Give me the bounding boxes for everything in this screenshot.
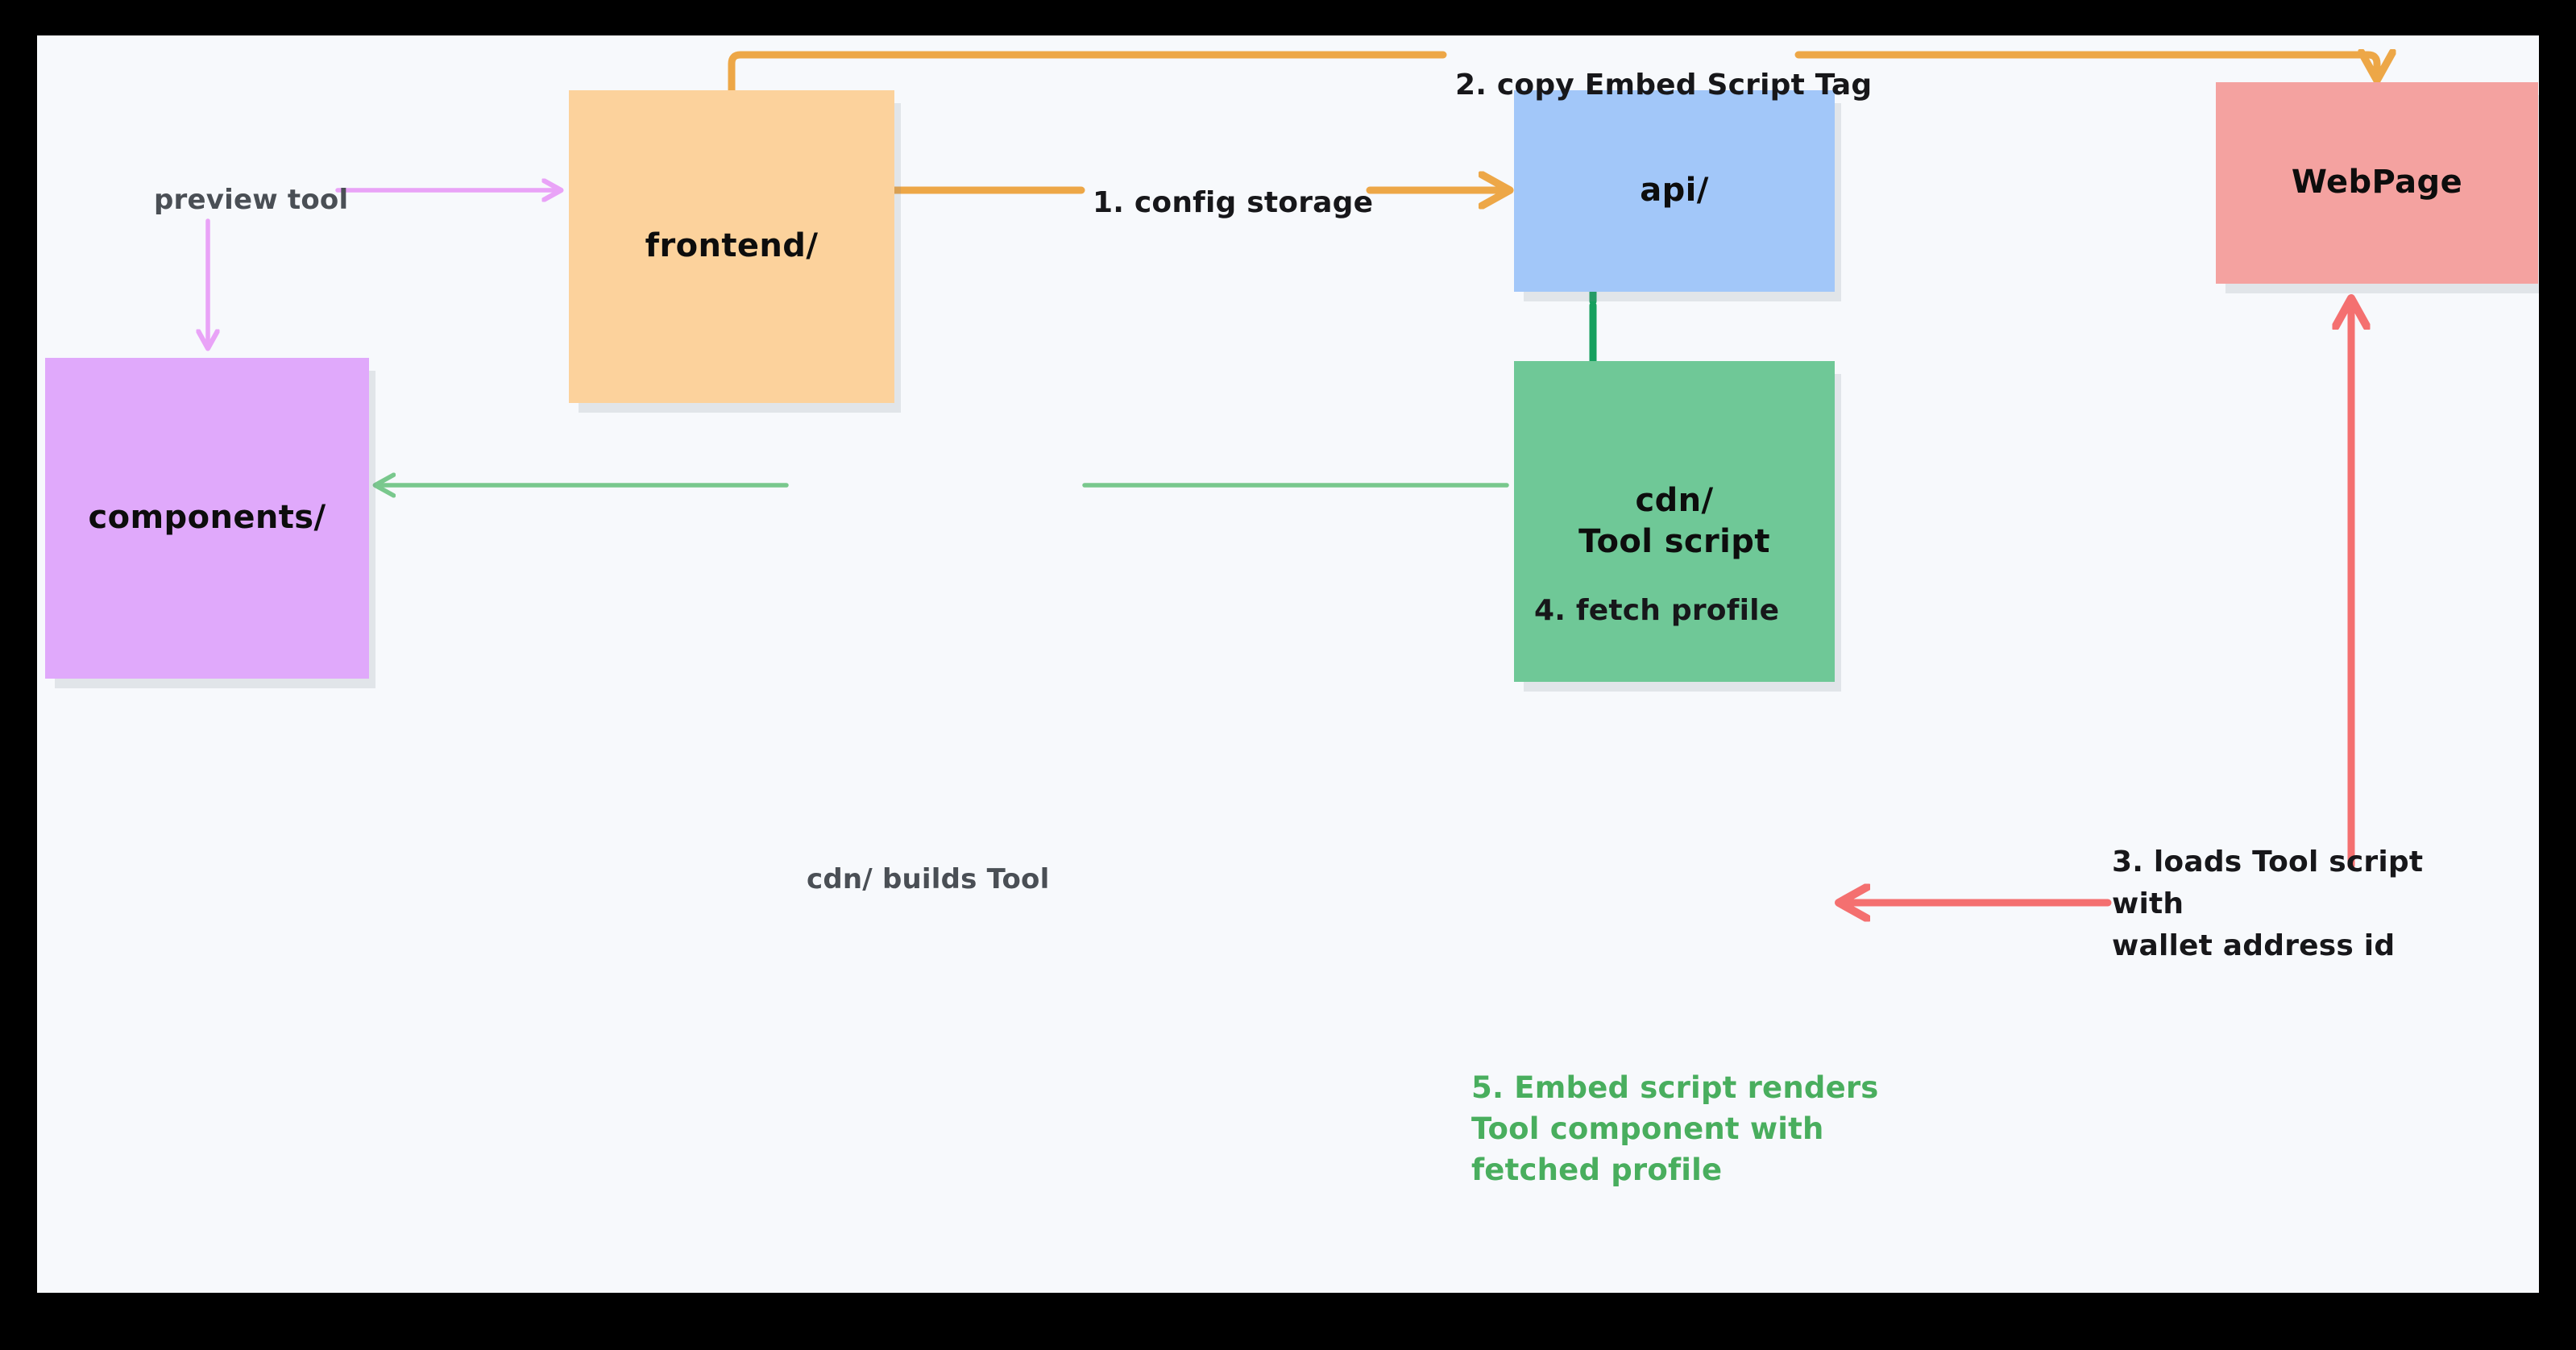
edge-label-cdn-builds-tool: cdn/ builds Tool xyxy=(807,863,1050,895)
edge-label-copy-embed-script-tag: 2. copy Embed Script Tag xyxy=(1455,69,1873,102)
node-components[interactable]: components/ xyxy=(45,358,369,679)
node-webpage[interactable]: WebPage xyxy=(2216,82,2538,284)
connector-layer xyxy=(37,35,2539,1293)
edge-label-fetch-profile: 4. fetch profile xyxy=(1534,594,1780,627)
annotation-embed-script-renders: 5. Embed script renders Tool component w… xyxy=(1471,1070,1879,1188)
node-webpage-label: WebPage xyxy=(2291,164,2463,201)
node-api[interactable]: api/ xyxy=(1514,90,1835,292)
node-components-label: components/ xyxy=(88,499,326,537)
node-cdn-label: cdn/ Tool script xyxy=(1578,481,1770,560)
node-frontend-label: frontend/ xyxy=(645,227,819,265)
edge-label-loads-tool-script: 3. loads Tool script with wallet address… xyxy=(2112,845,2424,963)
edge-label-preview-tool: preview tool xyxy=(154,184,349,216)
node-cdn[interactable]: cdn/ Tool script xyxy=(1514,361,1835,682)
node-frontend[interactable]: frontend/ xyxy=(569,90,894,403)
diagram-canvas: frontend/ api/ WebPage components/ cdn/ … xyxy=(37,35,2539,1293)
edge-label-config-storage: 1. config storage xyxy=(1093,186,1374,219)
node-api-label: api/ xyxy=(1640,172,1709,210)
